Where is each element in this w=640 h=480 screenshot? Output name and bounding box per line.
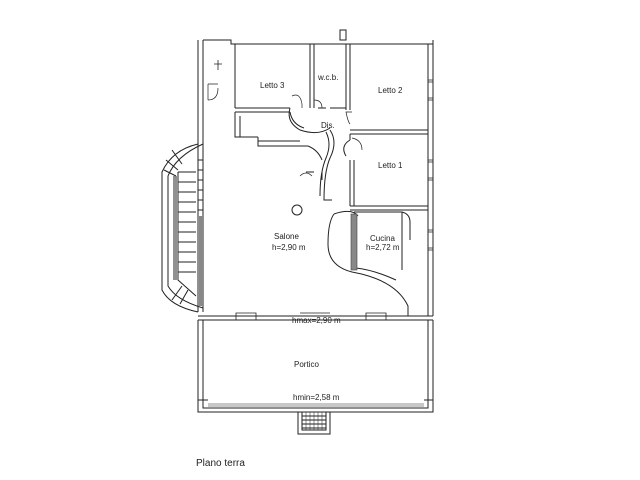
label-salone-height: h=2,90 m xyxy=(272,243,306,252)
label-salone: Salone xyxy=(274,232,299,241)
door-swings xyxy=(207,83,363,177)
stair-wall-fill xyxy=(199,216,203,306)
kitchen-counter xyxy=(350,213,358,271)
plan-caption: Plano terra xyxy=(196,458,245,469)
kitchen-walls xyxy=(327,210,411,316)
label-hmin: hmin=2,58 m xyxy=(293,393,340,402)
label-letto2: Letto 2 xyxy=(378,86,403,95)
entrance-steps xyxy=(297,412,331,435)
label-hmax: hmax=2,90 m xyxy=(292,316,341,325)
outer-walls xyxy=(197,29,434,321)
label-wcb: w.c.b. xyxy=(317,73,338,82)
label-portico: Portico xyxy=(294,360,319,369)
label-dis: Dis. xyxy=(321,121,335,130)
interior-walls xyxy=(234,44,428,211)
label-letto1: Letto 1 xyxy=(378,161,403,170)
portico xyxy=(197,320,434,413)
corridor-curves xyxy=(288,107,351,201)
ceiling-light xyxy=(291,204,303,216)
label-cucina-height: h=2,72 m xyxy=(366,243,400,252)
stair-tower xyxy=(161,143,204,313)
label-letto3: Letto 3 xyxy=(260,81,285,90)
label-cucina: Cucina xyxy=(370,234,395,243)
windows xyxy=(214,60,433,321)
